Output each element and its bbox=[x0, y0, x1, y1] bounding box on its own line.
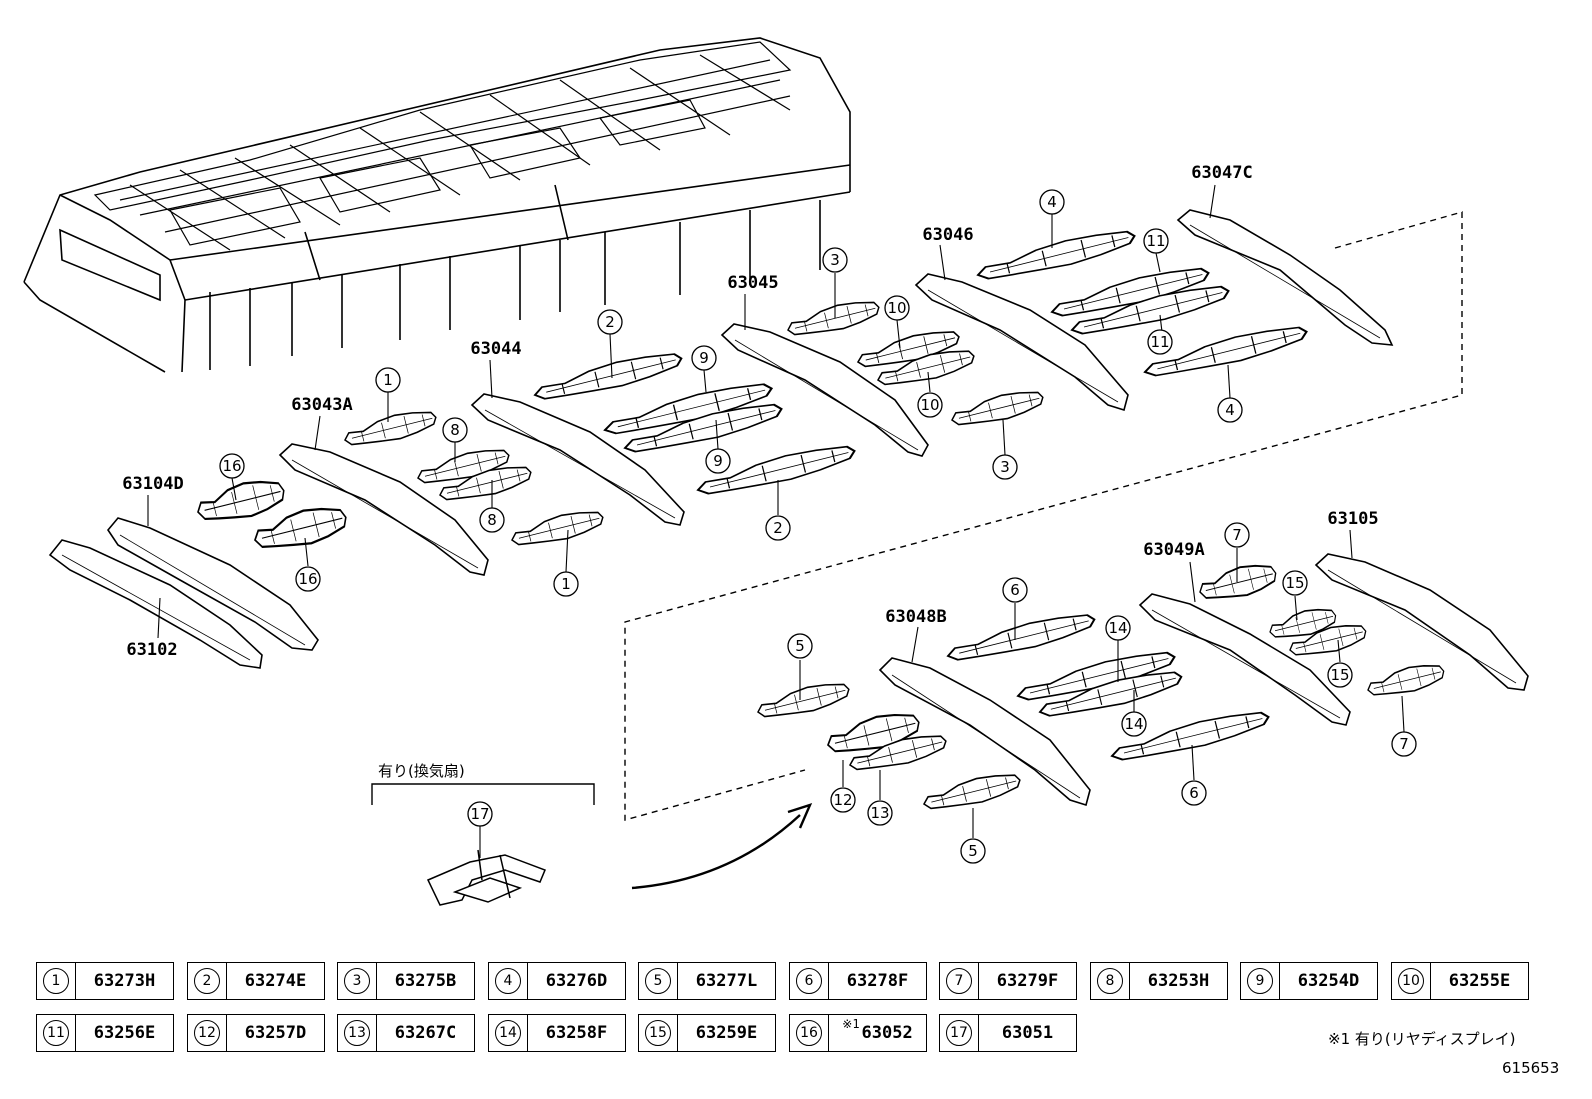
callout-number: 7 bbox=[1232, 526, 1242, 544]
leader-lines bbox=[147, 184, 1405, 858]
callout-number: 16 bbox=[222, 457, 241, 475]
vehicle-roof-outline bbox=[23, 37, 851, 373]
callout-11: 11 bbox=[1147, 329, 1173, 355]
callout-15: 15 bbox=[1327, 662, 1353, 688]
footnote: ※1 有り(リヤディスプレイ) bbox=[1328, 1030, 1516, 1048]
callout-9: 9 bbox=[705, 448, 731, 474]
callout-2: 2 bbox=[597, 309, 623, 335]
callout-13: 13 bbox=[867, 800, 893, 826]
callout-number: 2 bbox=[773, 519, 783, 537]
callout-number: 6 bbox=[1189, 784, 1199, 802]
part-number-label: 63045 bbox=[727, 273, 778, 293]
callout-14: 14 bbox=[1121, 711, 1147, 737]
callout-number: 3 bbox=[1000, 458, 1010, 476]
callout-number: 7 bbox=[1399, 735, 1409, 753]
callout-number: 8 bbox=[450, 421, 460, 439]
roof-bows bbox=[48, 209, 1529, 807]
callout-7: 7 bbox=[1224, 522, 1250, 548]
callout-15: 15 bbox=[1282, 570, 1308, 596]
callout-6: 6 bbox=[1002, 577, 1028, 603]
callout-10: 10 bbox=[884, 295, 910, 321]
callout-number: 3 bbox=[830, 251, 840, 269]
callout-number: 13 bbox=[870, 804, 889, 822]
part-number-label: 63048B bbox=[885, 607, 946, 627]
callout-7: 7 bbox=[1391, 731, 1417, 757]
callout-number: 15 bbox=[1285, 574, 1304, 592]
callout-5: 5 bbox=[960, 838, 986, 864]
callout-number: 1 bbox=[561, 575, 571, 593]
callout-number: 8 bbox=[487, 511, 497, 529]
part-number-label: 63105 bbox=[1327, 509, 1378, 529]
part-number-labels: 63047C63046630456304463043A63104D6310263… bbox=[122, 163, 1378, 660]
vent-option-bracket bbox=[371, 783, 595, 805]
callout-14: 14 bbox=[1105, 615, 1131, 641]
callout-4: 4 bbox=[1039, 189, 1065, 215]
callout-number: 4 bbox=[1225, 401, 1235, 419]
part-number-label: 63047C bbox=[1191, 163, 1252, 183]
callout-number: 5 bbox=[795, 637, 805, 655]
callout-8: 8 bbox=[442, 417, 468, 443]
group-divider-lines bbox=[624, 211, 1463, 821]
curved-arrow bbox=[631, 803, 813, 890]
callout-number: 9 bbox=[713, 452, 723, 470]
callout-1: 1 bbox=[375, 367, 401, 393]
vent-option-label: 有り(換気扇) bbox=[378, 762, 465, 780]
callout-6: 6 bbox=[1181, 780, 1207, 806]
callout-16: 16 bbox=[295, 566, 321, 592]
callout-2: 2 bbox=[765, 515, 791, 541]
callout-number: 6 bbox=[1010, 581, 1020, 599]
callout-number: 17 bbox=[470, 805, 489, 823]
callout-markers: 1122334455667788991010111112131414151516… bbox=[219, 189, 1417, 864]
callout-12: 12 bbox=[830, 787, 856, 813]
callout-16: 16 bbox=[219, 453, 245, 479]
callout-number: 11 bbox=[1146, 232, 1165, 250]
callout-number: 4 bbox=[1047, 193, 1057, 211]
callout-4: 4 bbox=[1217, 397, 1243, 423]
callout-number: 14 bbox=[1108, 619, 1127, 637]
part-number-label: 63043A bbox=[291, 395, 352, 415]
callout-number: 9 bbox=[699, 349, 709, 367]
callout-number: 15 bbox=[1330, 666, 1349, 684]
callout-number: 2 bbox=[605, 313, 615, 331]
callout-5: 5 bbox=[787, 633, 813, 659]
callout-1: 1 bbox=[553, 571, 579, 597]
callout-3: 3 bbox=[822, 247, 848, 273]
part-number-label: 63046 bbox=[922, 225, 973, 245]
callout-number: 1 bbox=[383, 371, 393, 389]
part-number-label: 63104D bbox=[122, 474, 183, 494]
callout-number: 10 bbox=[887, 299, 906, 317]
part-number-label: 63049A bbox=[1143, 540, 1204, 560]
vent-frame-part bbox=[426, 849, 546, 906]
callout-10: 10 bbox=[917, 392, 943, 418]
callout-8: 8 bbox=[479, 507, 505, 533]
part-number-label: 63102 bbox=[126, 640, 177, 660]
callout-17: 17 bbox=[467, 801, 493, 827]
callout-number: 12 bbox=[833, 791, 852, 809]
figure-code: 615653 bbox=[1502, 1059, 1560, 1077]
callout-number: 14 bbox=[1124, 715, 1143, 733]
callout-number: 16 bbox=[298, 570, 317, 588]
callout-9: 9 bbox=[691, 345, 717, 371]
callout-number: 11 bbox=[1150, 333, 1169, 351]
part-number-label: 63044 bbox=[470, 339, 521, 359]
roof-cross-members bbox=[192, 223, 1448, 817]
callout-number: 5 bbox=[968, 842, 978, 860]
callout-3: 3 bbox=[992, 454, 1018, 480]
callout-number: 10 bbox=[920, 396, 939, 414]
callout-11: 11 bbox=[1143, 228, 1169, 254]
